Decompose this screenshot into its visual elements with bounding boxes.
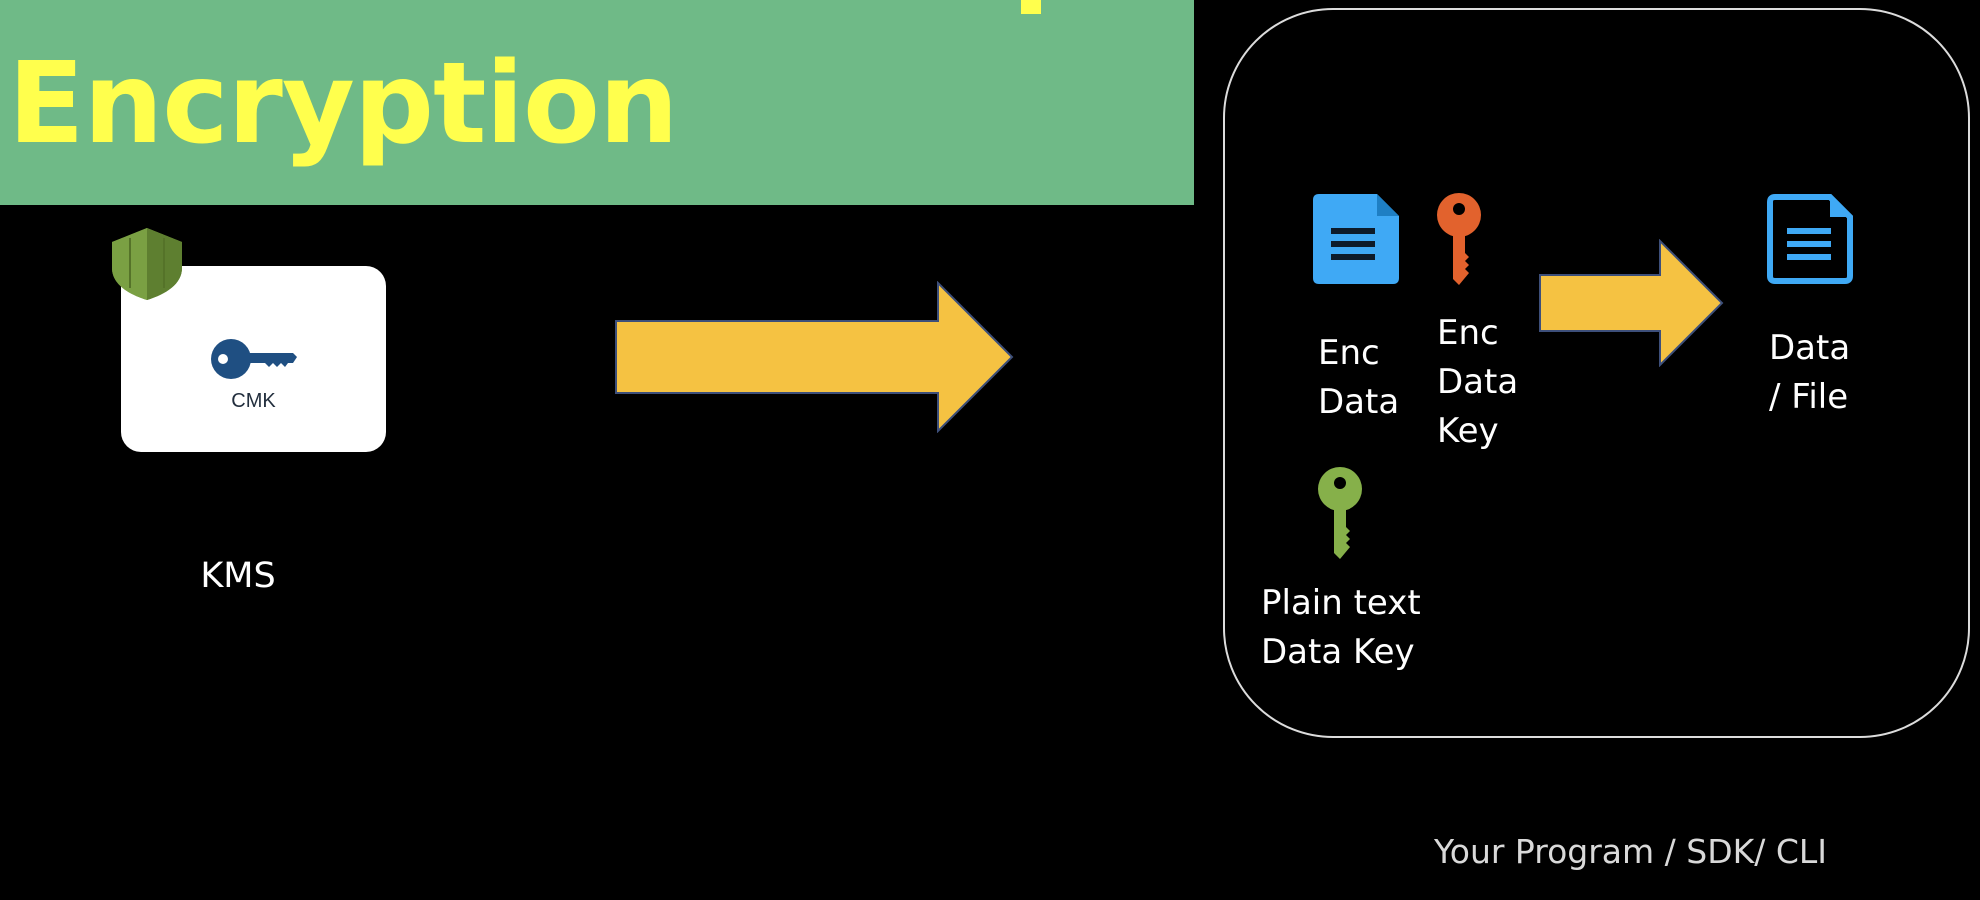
document-icon <box>1313 194 1399 284</box>
enc-data-key-label: Enc Data Key <box>1437 313 1519 451</box>
key-icon <box>1437 193 1481 285</box>
program-box <box>1223 8 1970 738</box>
key-icon <box>1318 467 1362 559</box>
cmk-key-icon <box>211 339 297 379</box>
program-box-caption: Your Program / SDK/ CLI <box>1434 832 1828 871</box>
plain-text-data-key-label: Plain text Data Key <box>1261 583 1421 672</box>
arrow-right-icon <box>1539 239 1724 367</box>
cmk-label: CMK <box>231 390 276 412</box>
title-banner: Encryption <box>0 0 1194 205</box>
kms-label: KMS <box>200 556 276 596</box>
shield-icon <box>112 228 182 300</box>
document-outline-icon <box>1767 194 1853 284</box>
arrow-right-icon <box>615 281 1014 433</box>
enc-data-label: Enc Data <box>1318 333 1400 422</box>
data-file-label: Data / File <box>1769 328 1851 417</box>
page-title: Encryption <box>8 39 679 169</box>
title-overflow-glyph <box>1021 0 1041 14</box>
